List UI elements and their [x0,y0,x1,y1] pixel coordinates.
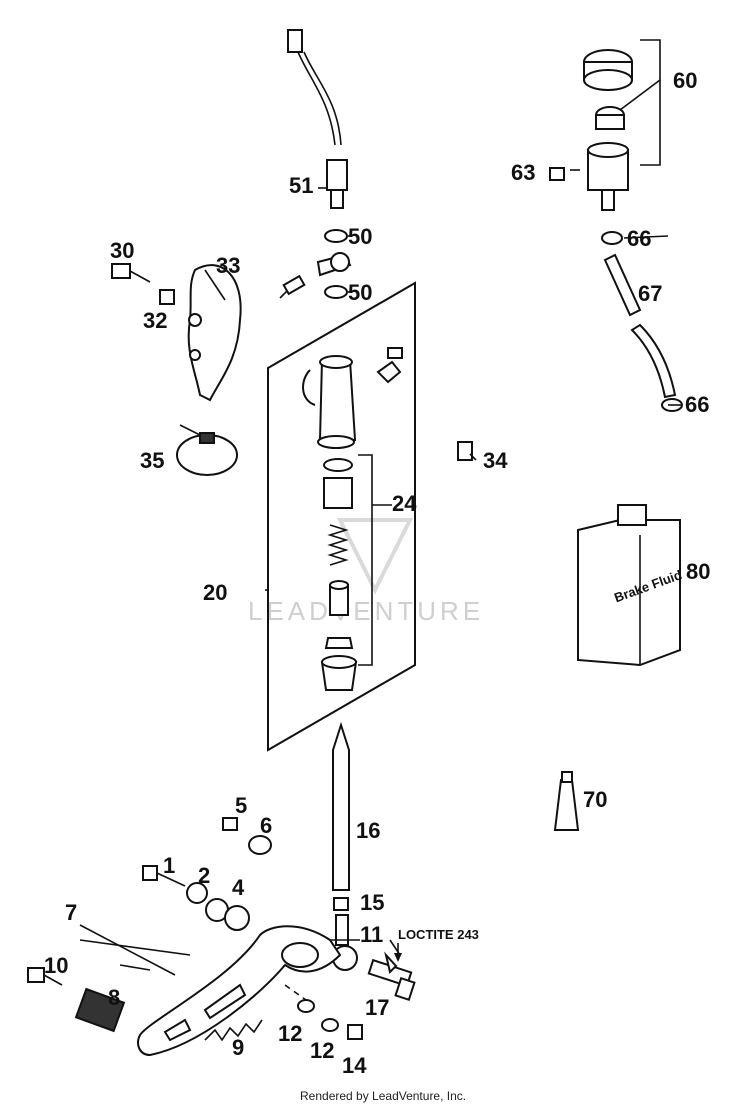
callout-34: 34 [483,448,508,473]
cable-tie [176,424,238,476]
callout-14: 14 [342,1053,367,1078]
callout-35: 35 [140,448,164,473]
push-rod [332,721,350,891]
cover-assembly [111,263,242,402]
callout-50b: 50 [348,280,372,305]
pedal-tip [27,967,126,1033]
footer-credit: Rendered by LeadVenture, Inc. [300,1089,466,1103]
callout-32: 32 [143,308,167,333]
reservoir-assembly [549,39,661,211]
bolt-17 [367,951,416,1001]
thread-locker-tube [553,771,580,831]
callout-6: 6 [260,813,272,838]
callout-12b: 12 [310,1038,334,1063]
brake-pedal [137,925,342,1057]
callout-24: 24 [392,491,417,516]
callout-2: 2 [198,863,210,888]
master-cylinder-frame [267,281,416,752]
leader-lines [79,79,682,976]
watermark-text: LEADVENTURE [248,596,484,626]
callout-20: 20 [203,580,227,605]
callout-8: 8 [108,985,120,1010]
callout-10: 10 [44,953,68,978]
callout-80: 80 [686,559,710,584]
master-cylinder-body [302,347,403,449]
callout-30: 30 [110,238,134,263]
callout-7: 7 [65,900,77,925]
watermark: LEADVENTURE [248,518,484,626]
brake-fluid-bottle: Brake Fluid [577,504,684,667]
hose-assembly [601,231,683,412]
callout-11: 11 [360,922,383,947]
callout-9: 9 [232,1035,244,1060]
callout-33: 33 [216,253,240,278]
callout-15: 15 [360,890,384,915]
callout-50a: 50 [348,224,372,249]
nut-34 [457,441,473,461]
callout-66a: 66 [627,226,651,251]
callout-labels: 1 2 4 5 6 7 8 9 10 11 12 12 14 15 16 17 … [44,68,710,1078]
screw-and-bushing [222,817,272,855]
callout-51: 51 [289,173,313,198]
loctite-text: LOCTITE 243 [398,927,479,942]
washers-50 [279,229,352,299]
loctite-note: LOCTITE 243 [394,927,479,962]
callout-5: 5 [235,793,247,818]
callout-63: 63 [511,160,535,185]
callout-16: 16 [356,818,380,843]
callout-67: 67 [638,281,662,306]
callout-17: 17 [365,995,389,1020]
callout-66b: 66 [685,392,709,417]
callout-60: 60 [673,68,697,93]
internal-kit [320,454,392,691]
callout-1: 1 [163,853,175,878]
callout-70: 70 [583,787,607,812]
brake-light-switch [287,29,348,209]
spring-and-washers [204,984,363,1042]
pivot-parts [142,865,250,931]
callout-12a: 12 [278,1021,302,1046]
callout-4: 4 [232,875,245,900]
